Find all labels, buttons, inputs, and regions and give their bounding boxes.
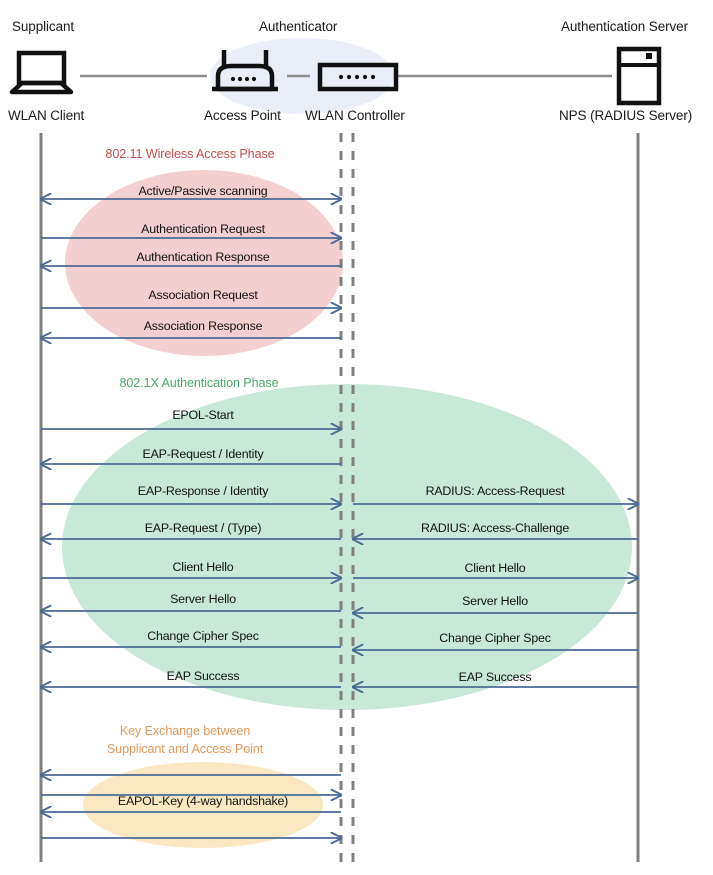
phase-label-dot1x-authentication: 802.1X Authentication Phase <box>119 376 279 390</box>
actor-name-wlan-client: WLAN Client <box>8 108 85 123</box>
switch-icon <box>317 62 399 92</box>
message-label: Change Cipher Spec <box>147 629 259 643</box>
phase-label-key-exchange: Key Exchange between Supplicant and Acce… <box>107 722 263 758</box>
wireless-access-phase-ellipse <box>65 170 343 356</box>
server-icon <box>616 46 662 106</box>
key-exchange-phase-ellipse <box>83 762 323 848</box>
message-label: Authentication Request <box>141 222 265 236</box>
message-label: Active/Passive scanning <box>138 184 268 198</box>
message-label: RADIUS: Access-Request <box>425 484 565 498</box>
message-label: Client Hello <box>464 561 526 575</box>
message-label: EAP-Request / (Type) <box>144 521 262 535</box>
message-label: Change Cipher Spec <box>439 631 551 645</box>
message-label: EAP Success <box>166 669 240 683</box>
actor-name-nps-radius-server: NPS (RADIUS Server) <box>559 108 693 123</box>
message-label: Client Hello <box>172 560 234 574</box>
message-label: Server Hello <box>462 594 528 608</box>
dot1x-authentication-phase-ellipse <box>62 384 632 710</box>
message-label: Association Response <box>143 319 263 333</box>
actor-role-authentication-server: Authentication Server <box>561 19 688 34</box>
message-label: EAPOL-Key (4-way handshake) <box>117 794 289 808</box>
message-label: EAP Success <box>458 670 532 684</box>
phase-label-key-exchange-line2: Supplicant and Access Point <box>106 742 264 756</box>
message-label: Authentication Response <box>136 250 270 264</box>
message-label: EPOL-Start <box>172 408 234 422</box>
laptop-icon <box>9 50 74 95</box>
phase-label-key-exchange-line1: Key Exchange between <box>119 724 251 738</box>
actor-name-access-point: Access Point <box>204 108 281 123</box>
message-label: Server Hello <box>170 592 236 606</box>
message-label: Association Request <box>148 288 258 302</box>
wireless-router-icon <box>212 50 278 92</box>
message-label: EAP-Response / Identity <box>137 484 269 498</box>
actor-role-authenticator: Authenticator <box>259 19 338 34</box>
actor-name-wlan-controller: WLAN Controller <box>305 108 405 123</box>
phase-label-wireless-access: 802.11 Wireless Access Phase <box>105 147 275 161</box>
message-label: RADIUS: Access-Challenge <box>420 521 570 535</box>
message-arrow-group <box>41 199 638 838</box>
message-label: EAP-Request / Identity <box>142 447 264 461</box>
actor-role-supplicant: Supplicant <box>12 19 75 34</box>
